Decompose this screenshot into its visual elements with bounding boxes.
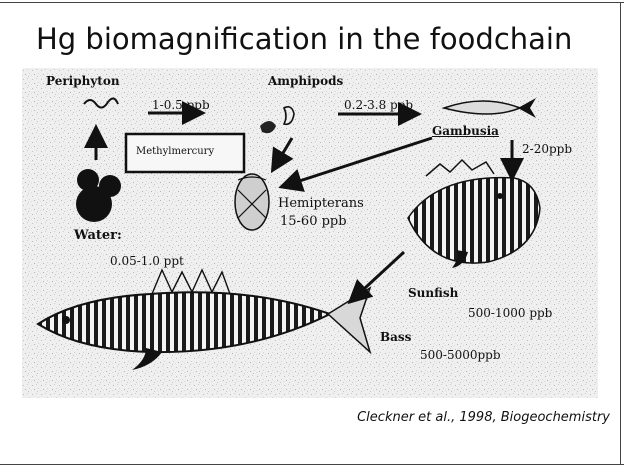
label-gambusia: Gambusia xyxy=(432,124,499,138)
label-bass: Bass xyxy=(380,330,411,344)
slide-frame-bottom xyxy=(0,464,624,465)
label-sunfish: Sunfish xyxy=(408,286,458,300)
label-amphipods-conc: 0.2-3.8 ppb xyxy=(344,98,413,112)
label-hemipterans: Hemipterans xyxy=(278,196,364,211)
label-amphipods: Amphipods xyxy=(268,74,343,88)
label-gambusia-conc: 2-20ppb xyxy=(522,142,572,156)
label-methylmercury: Methylmercury xyxy=(136,146,214,157)
label-water: Water: xyxy=(74,228,122,243)
label-water-conc: 0.05-1.0 ppt xyxy=(110,254,184,268)
hemipterans-icon xyxy=(235,174,269,230)
slide-title: Hg biomagnification in the foodchain xyxy=(36,22,572,56)
slide-frame-top xyxy=(0,2,624,3)
citation: Cleckner et al., 1998, Biogeochemistry xyxy=(357,410,610,425)
label-bass-conc: 500-5000ppb xyxy=(420,348,501,362)
slide-frame-right xyxy=(620,2,621,464)
foodchain-figure: Periphyton Amphipods 1-0.5 ppb 0.2-3.8 p… xyxy=(22,68,598,398)
label-periphyton-conc: 1-0.5 ppb xyxy=(152,98,210,112)
label-periphyton: Periphyton xyxy=(46,74,120,88)
label-hemipterans-conc: 15-60 ppb xyxy=(280,214,347,229)
label-sunfish-conc: 500-1000 ppb xyxy=(468,306,552,320)
